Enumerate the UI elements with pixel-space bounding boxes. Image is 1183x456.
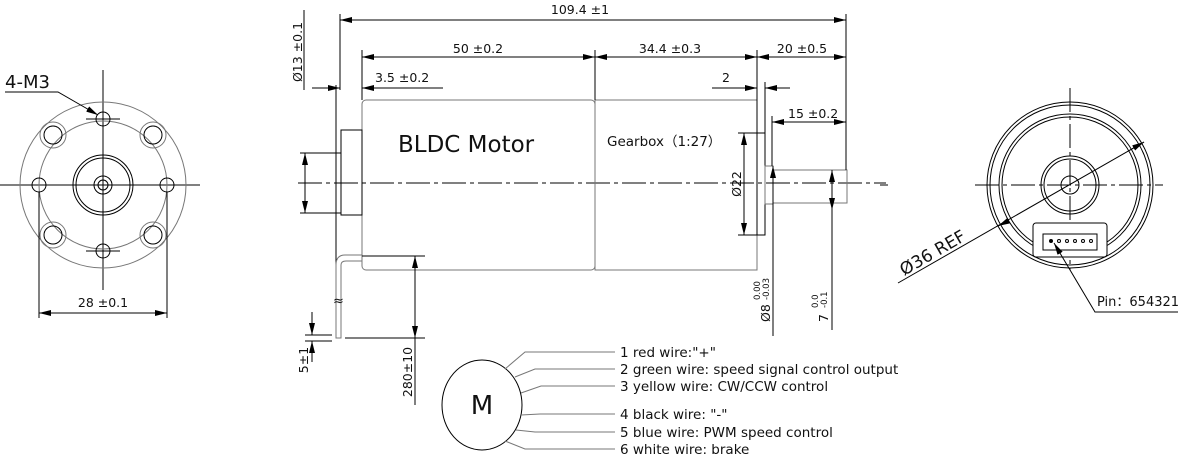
wire-1-label: 1 red wire:"+"	[620, 345, 716, 361]
overall-length-dim: 109.4 ±1	[551, 2, 609, 17]
rear-diameter-dim: Ø36 REF	[897, 227, 970, 281]
screw-icon	[39, 121, 167, 249]
rear-diameter-dim: Ø13 ±0.1	[290, 22, 305, 82]
wire-3-label: 3 yellow wire: CW/CCW control	[620, 379, 828, 395]
flat-length-dim: 15 ±0.2	[788, 106, 838, 121]
gearbox-length-dim: 34.4 ±0.3	[639, 41, 701, 56]
rear-boss-dim: 3.5 ±0.2	[375, 70, 429, 85]
flat-dim: 7	[816, 314, 831, 322]
motor-body	[361, 99, 596, 271]
side-view: 109.4 ±1 50 ±0.2 34.4 ±0.3 20 ±0.5 3.5 ±…	[290, 2, 886, 405]
motor-symbol-label: M	[471, 391, 493, 421]
shaft-length-dim: 20 ±0.5	[777, 41, 827, 56]
flat-tol-lower: -0.1	[820, 291, 830, 308]
shaft-tol-lower: -0.03	[762, 278, 772, 300]
break-icon: ≈	[333, 294, 344, 309]
wire-strip-dim: 5±1	[296, 347, 311, 373]
flange-outline	[19, 101, 187, 269]
motor-length-dim: 50 ±0.2	[453, 41, 503, 56]
wire-lead	[335, 254, 362, 339]
wire-6-label: 6 white wire: brake	[620, 442, 749, 456]
gearbox-diameter-dim: Ø22	[729, 171, 744, 197]
wiring-diagram: M 1 red wire:"+" 2 green wire: speed sig…	[441, 345, 898, 456]
shaft-diameter-dim: Ø8	[758, 304, 773, 322]
motor-label: BLDC Motor	[398, 132, 535, 158]
flat-tol-upper: 0.0	[811, 294, 821, 308]
gearbox-label: Gearbox（1:27）	[607, 134, 721, 150]
output-shaft	[772, 169, 848, 204]
wire-length-dim: 280±10	[400, 347, 415, 397]
connector-icon	[1032, 222, 1108, 258]
pin-label: Pin：654321	[1097, 295, 1179, 310]
motor-symbol	[441, 359, 523, 451]
wire-2-label: 2 green wire: speed signal control outpu…	[620, 362, 898, 378]
bolt-spacing-dim: 28 ±0.1	[78, 295, 128, 310]
holes-label: 4-M3	[5, 72, 50, 93]
shaft-tol-upper: 0.00	[753, 281, 763, 300]
front-view: 28 ±0.1 4-M3	[0, 70, 200, 318]
rear-view: Ø36 REF Pin：654321	[880, 88, 1179, 313]
wire-5-label: 5 blue wire: PWM speed control	[620, 425, 833, 441]
flange-dim: 2	[722, 70, 730, 85]
wire-4-label: 4 black wire: "-"	[620, 407, 728, 423]
connector-pins	[1049, 239, 1093, 243]
